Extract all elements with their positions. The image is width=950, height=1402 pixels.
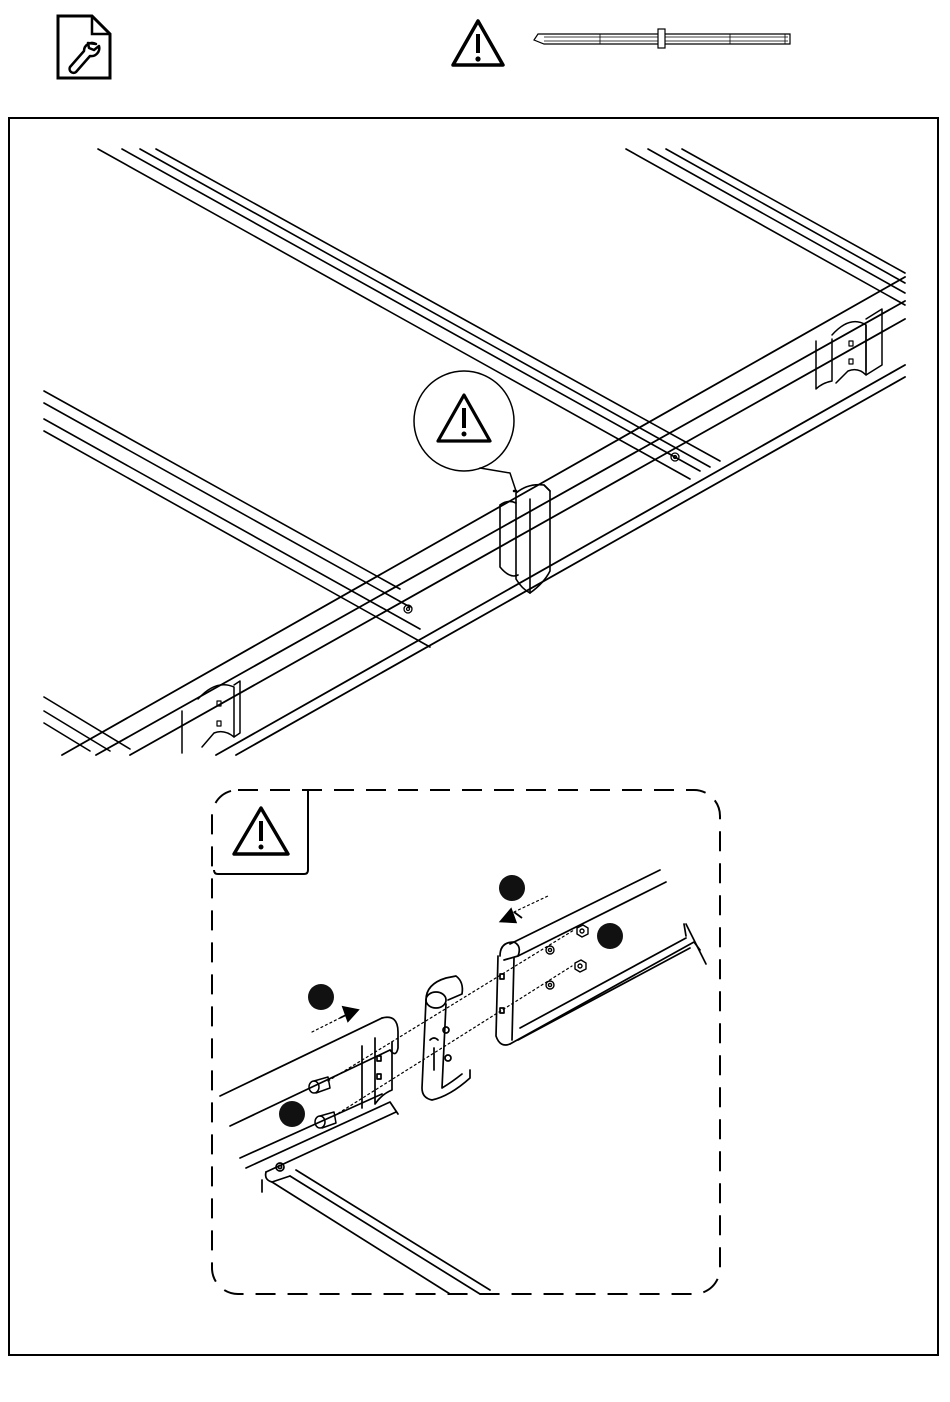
warning-icon <box>234 808 288 854</box>
rail-joint-connector <box>500 485 550 593</box>
frame-rail <box>98 149 720 479</box>
frame-rail <box>626 149 905 305</box>
frame-rail <box>62 277 905 755</box>
wrench-document-icon <box>56 14 112 80</box>
screw-hole <box>404 453 679 613</box>
frame-rail <box>496 870 706 1045</box>
rail-part-icon <box>530 26 800 52</box>
detail-inset <box>200 778 730 1304</box>
corner-bracket <box>182 681 240 753</box>
main-illustration <box>10 119 937 759</box>
warning-icon <box>438 395 490 441</box>
connector-clip <box>422 976 470 1100</box>
frame-rail <box>220 1017 398 1168</box>
warning-icon <box>450 18 506 68</box>
frame-rail <box>44 391 430 647</box>
header-bar <box>0 0 950 110</box>
corner-bracket <box>262 1112 490 1294</box>
arrow <box>340 909 522 1021</box>
